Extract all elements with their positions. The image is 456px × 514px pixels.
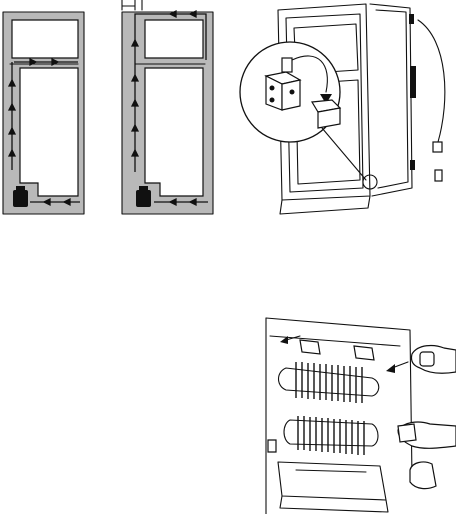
airflow-panel-left xyxy=(3,12,84,214)
door-hinge-panel xyxy=(240,4,445,214)
hand-icon xyxy=(398,346,456,489)
rear-condenser-panel xyxy=(266,318,456,514)
airflow-panel-right xyxy=(122,0,213,214)
